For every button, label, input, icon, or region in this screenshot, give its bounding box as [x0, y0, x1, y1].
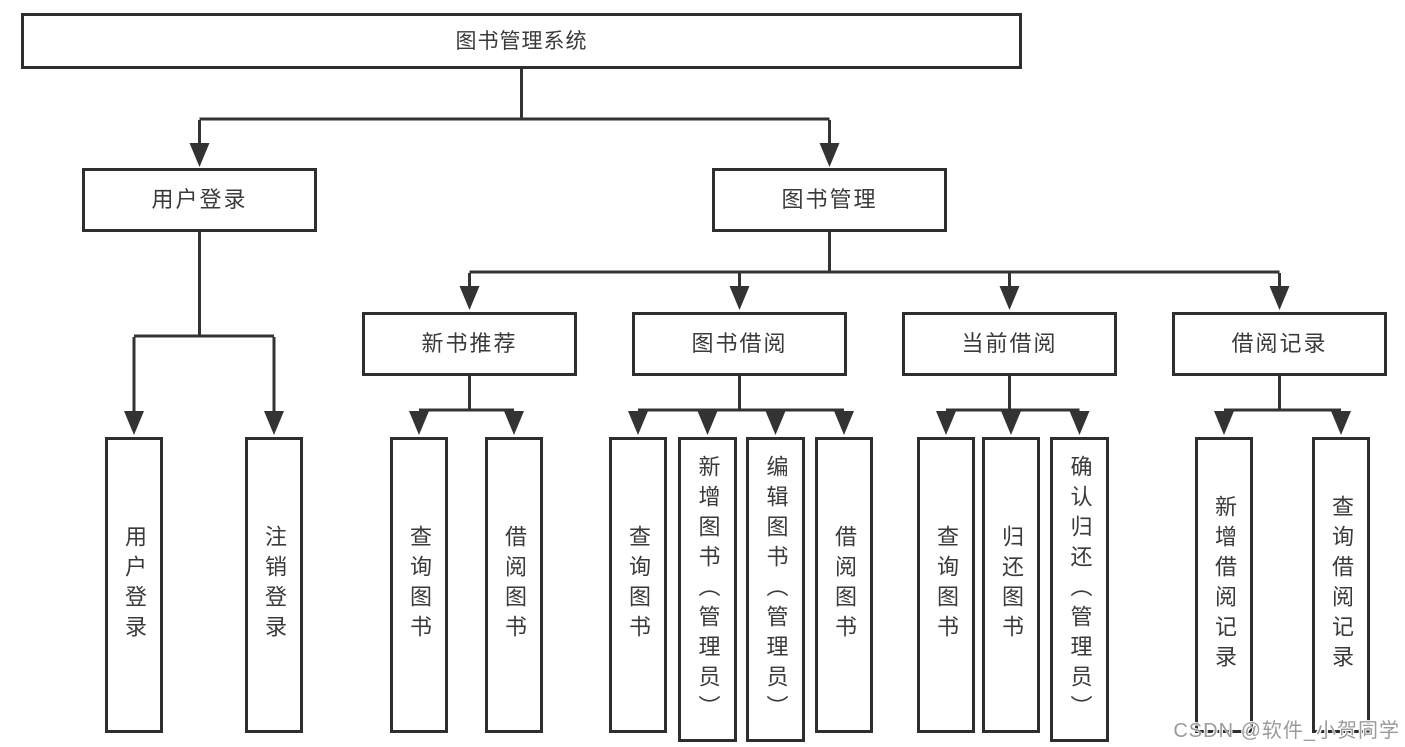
leaf-user-login-label: 用户登录 — [122, 525, 147, 645]
leaf-borrow-borrow-books: 借阅图书 — [815, 437, 873, 733]
node-current-borrowing-label: 当前借阅 — [961, 331, 1058, 356]
node-new-book-recommend-label: 新书推荐 — [421, 331, 518, 356]
node-book-borrowing: 图书借阅 — [632, 312, 847, 376]
leaf-logout-label: 注销登录 — [262, 525, 287, 645]
leaf-edit-book-admin: 编辑图书（管理员） — [746, 437, 805, 742]
leaf-borrow-query-books-label: 查询图书 — [626, 525, 651, 645]
node-book-borrowing-label: 图书借阅 — [691, 331, 788, 356]
leaf-recommend-query-books-label: 查询图书 — [407, 525, 432, 645]
node-user-login: 用户登录 — [82, 168, 317, 232]
leaf-query-borrow-record-label: 查询借阅记录 — [1329, 495, 1354, 675]
node-borrowing-records-label: 借阅记录 — [1231, 331, 1328, 356]
leaf-current-query-books: 查询图书 — [917, 437, 975, 733]
leaf-confirm-return-admin: 确认归还（管理员） — [1050, 437, 1109, 742]
leaf-add-borrow-record: 新增借阅记录 — [1195, 437, 1253, 733]
leaf-query-borrow-record: 查询借阅记录 — [1312, 437, 1370, 733]
node-book-management-label: 图书管理 — [781, 187, 878, 212]
node-user-login-label: 用户登录 — [151, 187, 248, 212]
node-root-label: 图书管理系统 — [455, 29, 588, 53]
leaf-recommend-query-books: 查询图书 — [390, 437, 448, 733]
node-borrowing-records: 借阅记录 — [1172, 312, 1387, 376]
leaf-current-query-books-label: 查询图书 — [934, 525, 959, 645]
leaf-return-book-label: 归还图书 — [999, 525, 1024, 645]
leaf-add-borrow-record-label: 新增借阅记录 — [1212, 495, 1237, 675]
leaf-add-book-admin-label: 新增图书（管理员） — [695, 454, 721, 725]
leaf-recommend-borrow-books-label: 借阅图书 — [502, 525, 527, 645]
leaf-confirm-return-admin-label: 确认归还（管理员） — [1067, 454, 1093, 725]
node-current-borrowing: 当前借阅 — [902, 312, 1117, 376]
leaf-borrow-borrow-books-label: 借阅图书 — [832, 525, 857, 645]
leaf-edit-book-admin-label: 编辑图书（管理员） — [763, 454, 789, 725]
leaf-add-book-admin: 新增图书（管理员） — [678, 437, 737, 742]
leaf-recommend-borrow-books: 借阅图书 — [485, 437, 543, 733]
csdn-watermark: CSDN @软件_小贺同学 — [1173, 720, 1400, 742]
node-book-management: 图书管理 — [712, 168, 947, 232]
leaf-return-book: 归还图书 — [982, 437, 1040, 733]
leaf-logout: 注销登录 — [245, 437, 303, 733]
node-root: 图书管理系统 — [21, 13, 1022, 69]
leaf-user-login: 用户登录 — [105, 437, 163, 733]
leaf-borrow-query-books: 查询图书 — [609, 437, 667, 733]
node-new-book-recommend: 新书推荐 — [362, 312, 577, 376]
